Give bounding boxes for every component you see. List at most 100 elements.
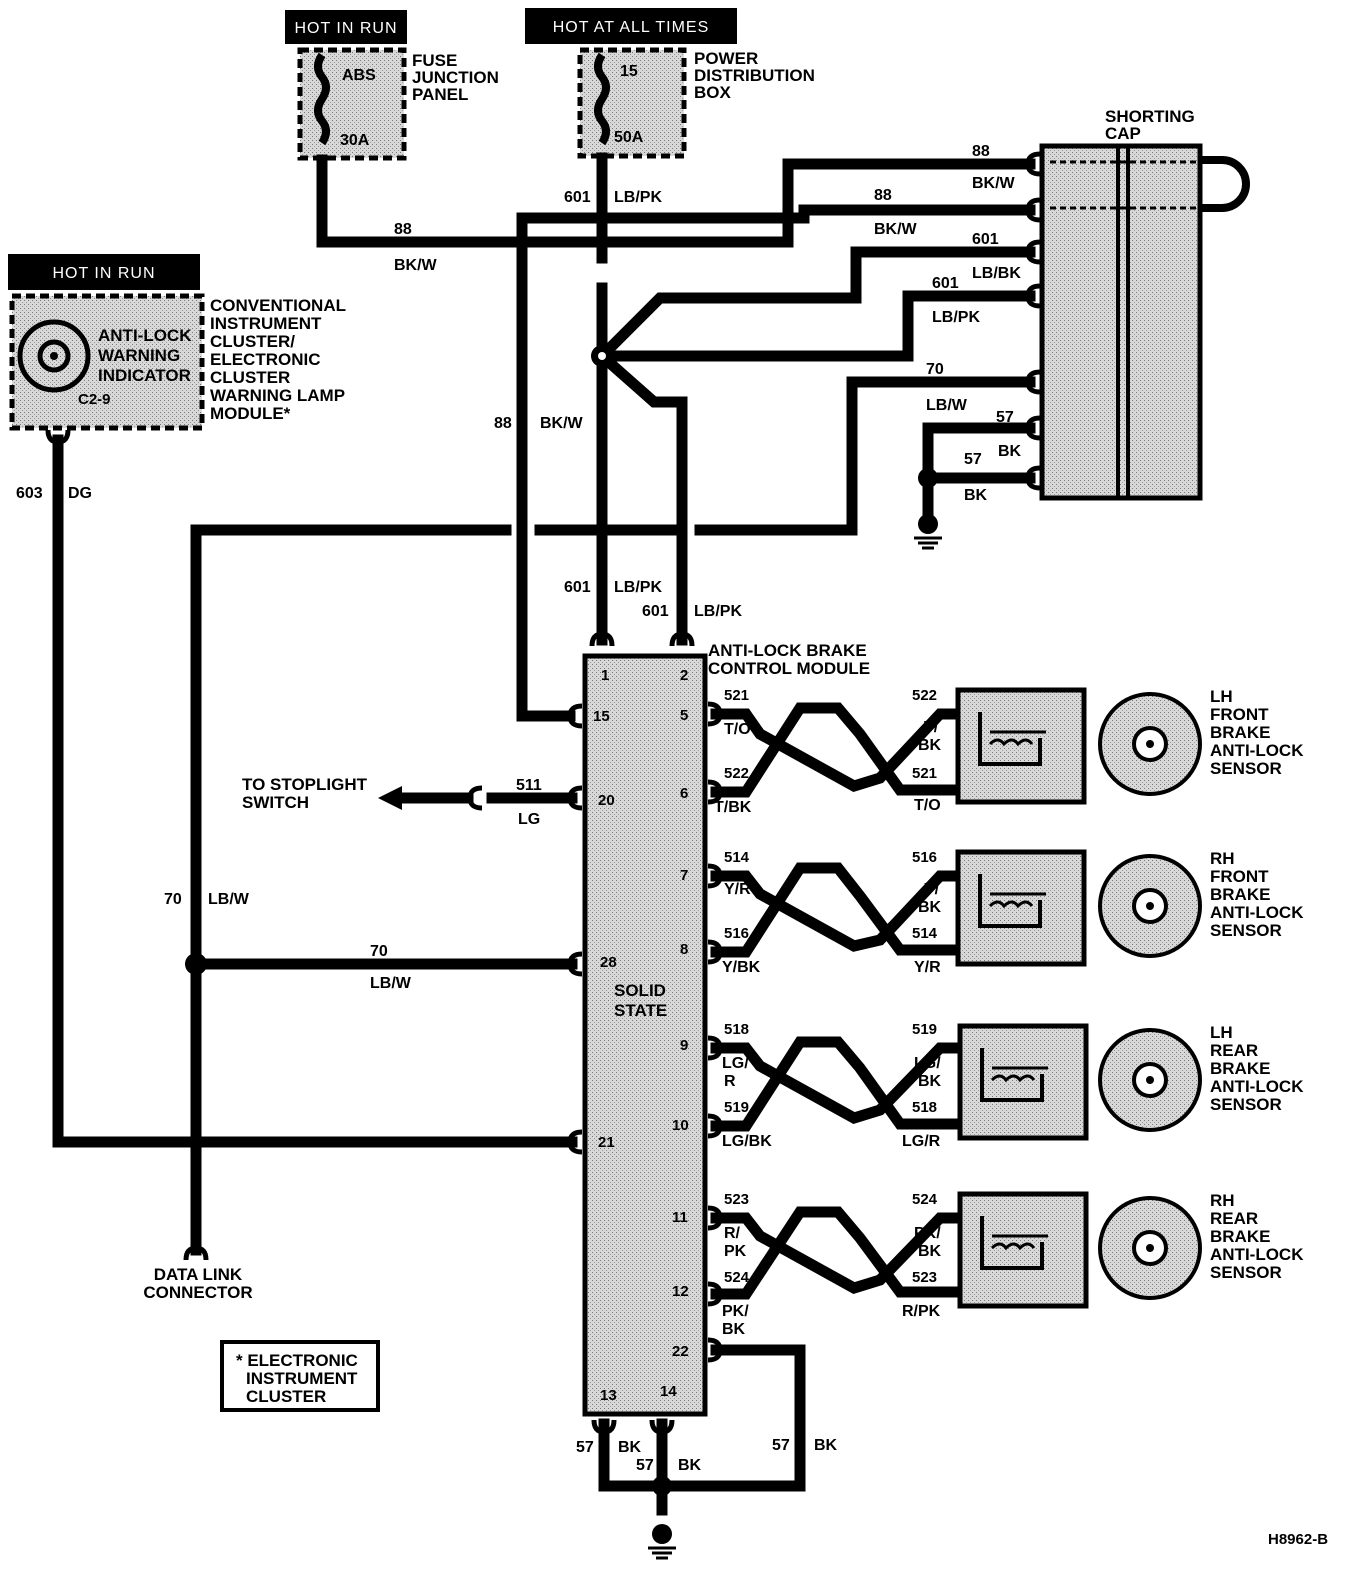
svg-text:MODULE*: MODULE* [210,404,291,423]
svg-text:BRAKE: BRAKE [1210,885,1270,904]
svg-text:88: 88 [394,221,412,238]
sensor-wire-labels-rh-front: 514 Y/R 516 Y/BK 516 Y/ BK 514 Y/R [722,849,942,976]
svg-text:CAP: CAP [1105,124,1141,143]
svg-text:30A: 30A [340,132,370,149]
svg-text:LB/PK: LB/PK [932,309,980,326]
svg-text:14: 14 [660,1383,677,1400]
svg-text:JUNCTION: JUNCTION [412,68,499,87]
svg-text:POWER: POWER [694,49,758,68]
svg-text:1: 1 [601,667,609,684]
svg-text:REAR: REAR [1210,1209,1258,1228]
svg-text:20: 20 [598,792,615,809]
power-distribution-box: 15 50A POWER DISTRIBUTION BOX [577,47,815,159]
fuse-junction-panel: ABS 30A FUSE JUNCTION PANEL [297,47,499,161]
svg-text:524: 524 [724,1269,750,1286]
footnote-box: * ELECTRONIC INSTRUMENT CLUSTER [220,1340,380,1412]
svg-text:HOT AT ALL TIMES: HOT AT ALL TIMES [553,19,710,36]
svg-text:88: 88 [494,415,512,432]
svg-text:CONTROL MODULE: CONTROL MODULE [708,659,870,678]
svg-text:HOT IN RUN: HOT IN RUN [52,265,155,282]
svg-text:LG/: LG/ [722,1055,749,1072]
header-cluster-power: HOT IN RUN [8,254,200,290]
svg-text:15: 15 [620,63,638,80]
svg-text:LG/R: LG/R [902,1133,941,1150]
svg-text:T/O: T/O [724,721,751,738]
svg-text:522: 522 [724,765,749,782]
svg-text:BK: BK [964,487,988,504]
svg-text:T/O: T/O [914,797,941,814]
svg-text:* ELECTRONIC: * ELECTRONIC [236,1351,358,1370]
svg-text:516: 516 [912,849,937,866]
svg-text:HOT IN RUN: HOT IN RUN [294,20,397,37]
svg-text:BRAKE: BRAKE [1210,723,1270,742]
sensor-rh-rear [957,1191,1202,1309]
svg-text:LB/PK: LB/PK [614,579,662,596]
svg-text:DATA LINK: DATA LINK [154,1265,243,1284]
ground-symbol [914,514,942,550]
svg-text:70: 70 [370,943,388,960]
svg-text:BK: BK [918,899,942,916]
svg-text:Y/: Y/ [924,881,940,898]
svg-text:10: 10 [672,1117,689,1134]
svg-text:Y/R: Y/R [914,959,941,976]
svg-text:514: 514 [724,849,750,866]
svg-text:TO STOPLIGHT: TO STOPLIGHT [242,775,368,794]
svg-text:LB/W: LB/W [926,397,968,414]
sensor-label-rh-rear: RH REAR BRAKE ANTI-LOCK SENSOR [1210,1191,1304,1282]
svg-text:88: 88 [972,143,990,160]
abs-control-module: ANTI-LOCK BRAKE CONTROL MODULE SOLID STA… [582,641,870,1417]
svg-text:PANEL: PANEL [412,85,468,104]
svg-text:ANTI-LOCK: ANTI-LOCK [1210,1077,1304,1096]
svg-text:SENSOR: SENSOR [1210,1095,1282,1114]
shorting-cap: SHORTING CAP [1039,107,1250,501]
svg-text:523: 523 [724,1191,749,1208]
svg-text:50A: 50A [614,129,644,146]
svg-text:CLUSTER: CLUSTER [210,368,290,387]
svg-text:601: 601 [972,231,999,248]
svg-text:LH: LH [1210,1023,1233,1042]
svg-text:FRONT: FRONT [1210,867,1269,886]
ground-symbol [648,1524,676,1560]
svg-text:SENSOR: SENSOR [1210,759,1282,778]
svg-text:Y/BK: Y/BK [722,959,761,976]
svg-text:INSTRUMENT: INSTRUMENT [246,1369,358,1388]
svg-text:601: 601 [564,189,591,206]
sensor-rh-front [955,849,1202,967]
svg-text:CONNECTOR: CONNECTOR [143,1283,252,1302]
svg-text:22: 22 [672,1343,689,1360]
sensor-lh-front [955,687,1202,805]
svg-text:BK/W: BK/W [874,221,918,238]
sensor-wire-labels-lh-rear: 518 LG/ R 519 LG/BK 519 LG/ BK 518 LG/R [722,1021,942,1150]
svg-text:BK: BK [918,1243,942,1260]
svg-text:BK: BK [918,1073,942,1090]
svg-text:ANTI-LOCK BRAKE: ANTI-LOCK BRAKE [708,641,867,660]
svg-text:28: 28 [600,954,617,971]
svg-text:ANTI-LOCK: ANTI-LOCK [98,326,192,345]
svg-text:REAR: REAR [1210,1041,1258,1060]
svg-text:511: 511 [516,777,542,794]
svg-text:518: 518 [724,1021,749,1038]
svg-text:519: 519 [724,1099,749,1116]
sensor-label-lh-rear: LH REAR BRAKE ANTI-LOCK SENSOR [1210,1023,1304,1114]
svg-text:LH: LH [1210,687,1233,706]
header-fuse-panel-power: HOT IN RUN [285,10,407,44]
svg-text:5: 5 [680,707,688,724]
svg-text:INDICATOR: INDICATOR [98,366,191,385]
connector-cups [45,151,1041,1435]
svg-text:BK: BK [998,443,1022,460]
sensor-lh-rear [957,1023,1202,1141]
instrument-cluster: ANTI-LOCK WARNING INDICATOR C2-9 CONVENT… [9,293,346,431]
sensor-wire-labels-lh-front: 521 T/O 522 T/BK 522 T/ BK 521 T/O [714,687,942,816]
svg-text:6: 6 [680,785,688,802]
svg-text:70: 70 [926,361,944,378]
wire-labels: 88 BK/W 601 LB/PK 88 BK/W 88 BK/W 601 LB… [16,143,1022,1474]
svg-text:SENSOR: SENSOR [1210,1263,1282,1282]
svg-text:RH: RH [1210,1191,1235,1210]
svg-text:70: 70 [164,891,182,908]
svg-text:BK: BK [918,737,942,754]
svg-text:LG: LG [518,811,540,828]
sensor-label-rh-front: RH FRONT BRAKE ANTI-LOCK SENSOR [1210,849,1304,940]
svg-text:57: 57 [996,409,1014,426]
svg-text:514: 514 [912,925,938,942]
